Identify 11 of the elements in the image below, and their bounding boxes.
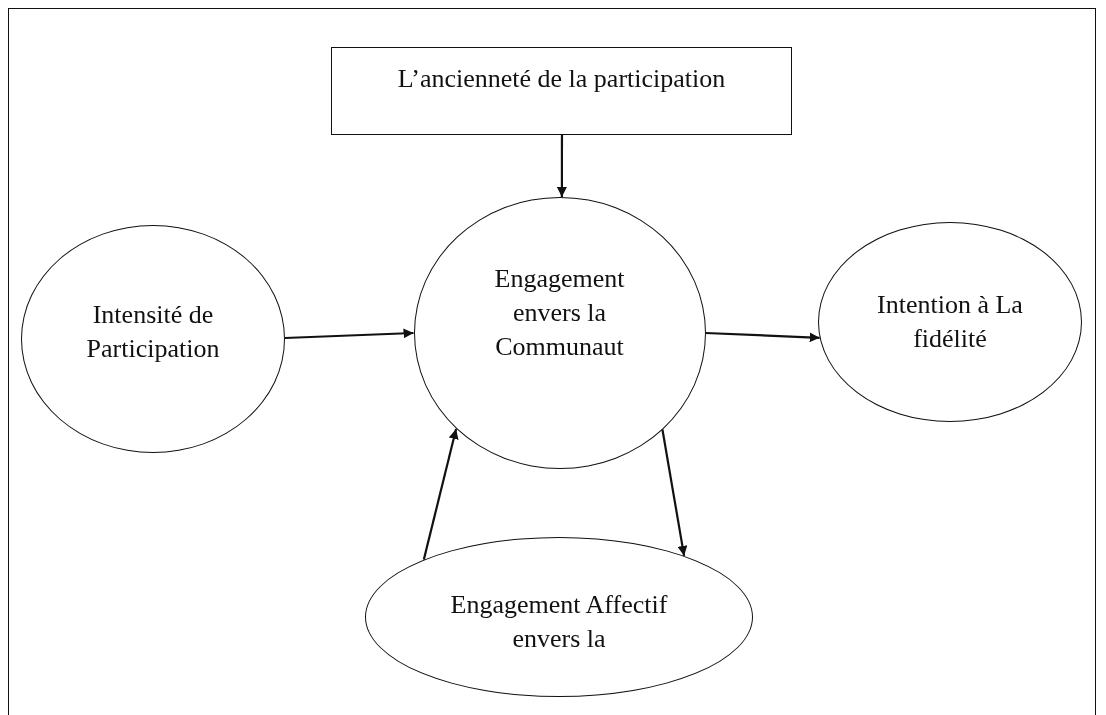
arrow (661, 429, 688, 557)
node-label: Intensité de Participation (85, 299, 221, 365)
node-label: Engagement envers la Communaut (493, 263, 626, 363)
arrow (284, 328, 414, 340)
arrow (556, 135, 567, 197)
concept-box (331, 47, 792, 135)
arrow (705, 331, 820, 343)
node-label: Intention à La fidélité (876, 289, 1024, 355)
arrow (422, 428, 459, 560)
node-label: L’ancienneté de la participation (396, 63, 727, 95)
node-label: Engagement Affectif envers la (449, 589, 669, 655)
